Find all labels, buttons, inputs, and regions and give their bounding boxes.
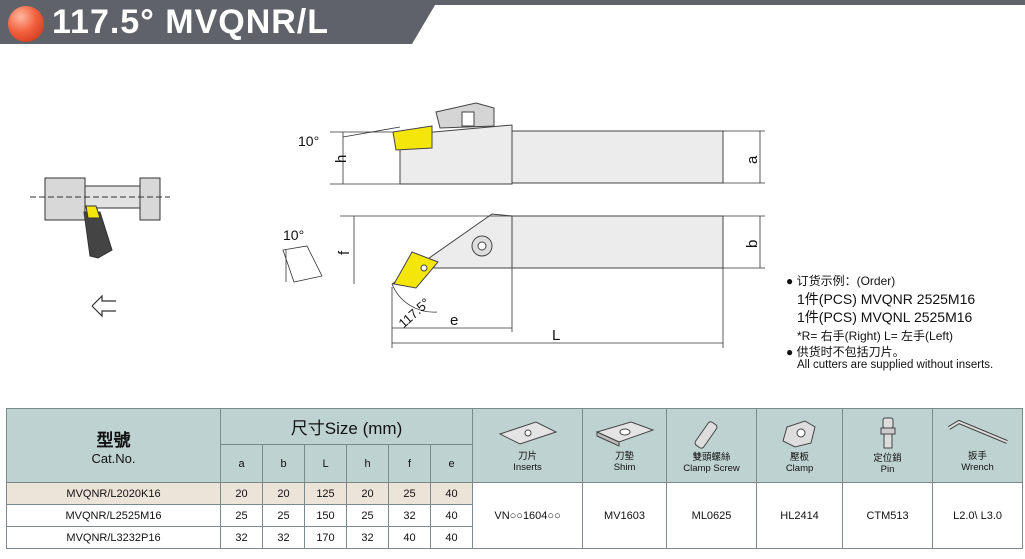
row-e: 40 xyxy=(429,504,474,527)
row-h: 25 xyxy=(346,504,389,527)
part-cn-wrench: 扳手 xyxy=(968,451,988,462)
row-h: 32 xyxy=(346,526,389,549)
row-e: 40 xyxy=(429,482,474,505)
supply-note-cn: ● 供货时不包括刀片。 xyxy=(786,345,905,359)
cat-sub: Cat.No. xyxy=(91,450,136,466)
row-f: 40 xyxy=(388,526,431,549)
row-b: 25 xyxy=(262,504,305,527)
clamp-icon xyxy=(781,420,816,448)
pin-value: CTM513 xyxy=(842,482,934,549)
cat-header: 型號 Cat.No. xyxy=(6,408,221,483)
col-L: L xyxy=(304,444,347,483)
row-a: 20 xyxy=(220,482,263,505)
part-en-pin: Pin xyxy=(880,464,895,475)
dim-h-label: h xyxy=(333,155,350,163)
wrench-icon xyxy=(947,420,1008,444)
row-b: 20 xyxy=(262,482,305,505)
part-header-pin: 定位銷 Pin xyxy=(842,408,934,483)
part-cn-clamp: 壓板 xyxy=(790,452,810,463)
order-example-left: 1件(PCS) MVQNL 2525M16 xyxy=(797,309,973,325)
row-cat: MVQNR/L2525M16 xyxy=(6,504,221,527)
part-en-insert: Inserts xyxy=(513,462,542,473)
part-cn-clamp-screw: 雙頭螺絲 xyxy=(692,452,731,463)
header-tab xyxy=(0,0,438,44)
top-view xyxy=(392,102,724,185)
insert-icon xyxy=(498,421,557,445)
angle-front-label: 10° xyxy=(283,227,304,243)
insert-value: VN○○1604○○ xyxy=(472,482,584,549)
wrench-value: L2.0\ L3.0 xyxy=(932,482,1024,549)
side-view-sketch xyxy=(30,177,170,259)
dim-b-label: b xyxy=(744,240,761,248)
dim-f-label: f xyxy=(336,250,353,255)
col-a: a xyxy=(220,444,263,483)
row-L: 170 xyxy=(304,526,347,549)
row-cat: MVQNR/L2020K16 xyxy=(6,482,221,505)
row-h: 20 xyxy=(346,482,389,505)
col-h: h xyxy=(346,444,389,483)
row-L: 150 xyxy=(304,504,347,527)
part-en-shim: Shim xyxy=(613,462,636,473)
row-L: 125 xyxy=(304,482,347,505)
row-b: 32 xyxy=(262,526,305,549)
feed-direction-icon xyxy=(91,294,116,318)
part-en-clamp-screw: Clamp Screw xyxy=(683,463,740,474)
order-example-right: 1件(PCS) MVQNR 2525M16 xyxy=(797,291,976,307)
row-a: 32 xyxy=(220,526,263,549)
clamp-screw-value: ML0625 xyxy=(666,482,758,549)
part-en-wrench: Wrench xyxy=(961,462,994,473)
clamp-value: HL2414 xyxy=(756,482,844,549)
col-f: f xyxy=(388,444,431,483)
row-e: 40 xyxy=(429,526,474,549)
dim-L-label: L xyxy=(552,327,560,344)
hand-legend: *R= 右手(Right) L= 左手(Left) xyxy=(797,329,954,343)
row-f: 25 xyxy=(388,482,431,505)
dim-e-label: e xyxy=(450,312,458,329)
table-row: MVQNR/L2020K16 20 20 125 20 25 40 VN○○16… xyxy=(6,482,1024,549)
header-rule xyxy=(0,0,1025,5)
part-header-clamp: 壓板 Clamp xyxy=(756,408,844,483)
shim-value: MV1603 xyxy=(582,482,668,549)
col-e: e xyxy=(429,444,474,483)
part-cn-pin: 定位銷 xyxy=(873,453,902,464)
part-en-clamp: Clamp xyxy=(785,463,814,474)
page-title: 117.5° MVQNR/L xyxy=(52,3,330,41)
table-row: MVQNR/L3232P16 32 32 170 32 40 40 xyxy=(6,526,1023,549)
pin-icon xyxy=(880,417,896,449)
angle-main-label: 117.5° xyxy=(395,295,432,331)
angle-top-label: 10° xyxy=(298,133,319,149)
table-row: MVQNR/L2525M16 25 25 150 25 32 40 xyxy=(6,504,1023,527)
supply-note-en: All cutters are supplied without inserts… xyxy=(797,359,994,371)
part-cn-shim: 刀墊 xyxy=(615,451,635,462)
size-header: 尺寸Size (mm) xyxy=(219,408,474,445)
part-header-clamp-screw: 雙頭螺絲 Clamp Screw xyxy=(666,408,758,483)
bullet-ball-icon xyxy=(8,6,44,42)
cat-title: 型號 xyxy=(96,430,131,450)
part-header-insert: 刀片 Inserts xyxy=(472,408,584,483)
dim-a-label: a xyxy=(744,155,761,164)
order-example-heading: ● 订货示例：(Order) xyxy=(786,274,896,288)
col-b: b xyxy=(262,444,305,483)
clamp-screw-icon xyxy=(694,421,717,449)
row-a: 25 xyxy=(220,504,263,527)
shim-icon xyxy=(595,421,655,447)
part-header-shim: 刀墊 Shim xyxy=(582,408,668,483)
part-header-wrench: 扳手 Wrench xyxy=(932,408,1024,483)
tool-drawing: 10° h a 10° f b 117.5° e L xyxy=(30,102,765,348)
row-f: 32 xyxy=(388,504,431,527)
spec-table: 型號 Cat.No. 尺寸Size (mm) 刀片 Inserts 刀墊 Shi… xyxy=(6,408,1024,549)
front-view xyxy=(391,213,724,289)
row-cat: MVQNR/L3232P16 xyxy=(6,526,221,549)
part-cn-insert: 刀片 xyxy=(518,451,538,462)
